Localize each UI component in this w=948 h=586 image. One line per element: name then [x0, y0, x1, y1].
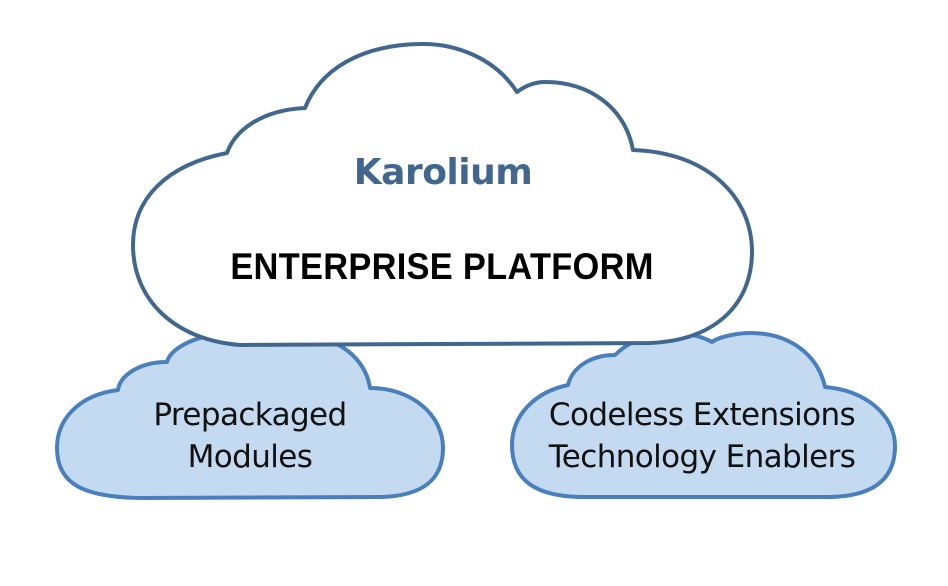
cloud-enterprise-platform [131, 41, 754, 347]
label-line: Prepackaged [153, 397, 347, 433]
platform-title: ENTERPRISE PLATFORM [230, 246, 654, 287]
cloud-shape [131, 41, 754, 347]
cloud-shape [55, 332, 445, 500]
sub-cloud-label-prepackaged-modules: Prepackaged Modules [153, 394, 347, 478]
sub-cloud-label-codeless-extensions: Codeless Extensions Technology Enablers [549, 394, 856, 478]
label-line: Technology Enablers [548, 439, 856, 475]
brand-name: Karolium [353, 152, 533, 193]
label-line: Modules [187, 439, 313, 475]
cloud-prepackaged-modules [55, 332, 445, 500]
label-line: Codeless Extensions [548, 397, 856, 433]
